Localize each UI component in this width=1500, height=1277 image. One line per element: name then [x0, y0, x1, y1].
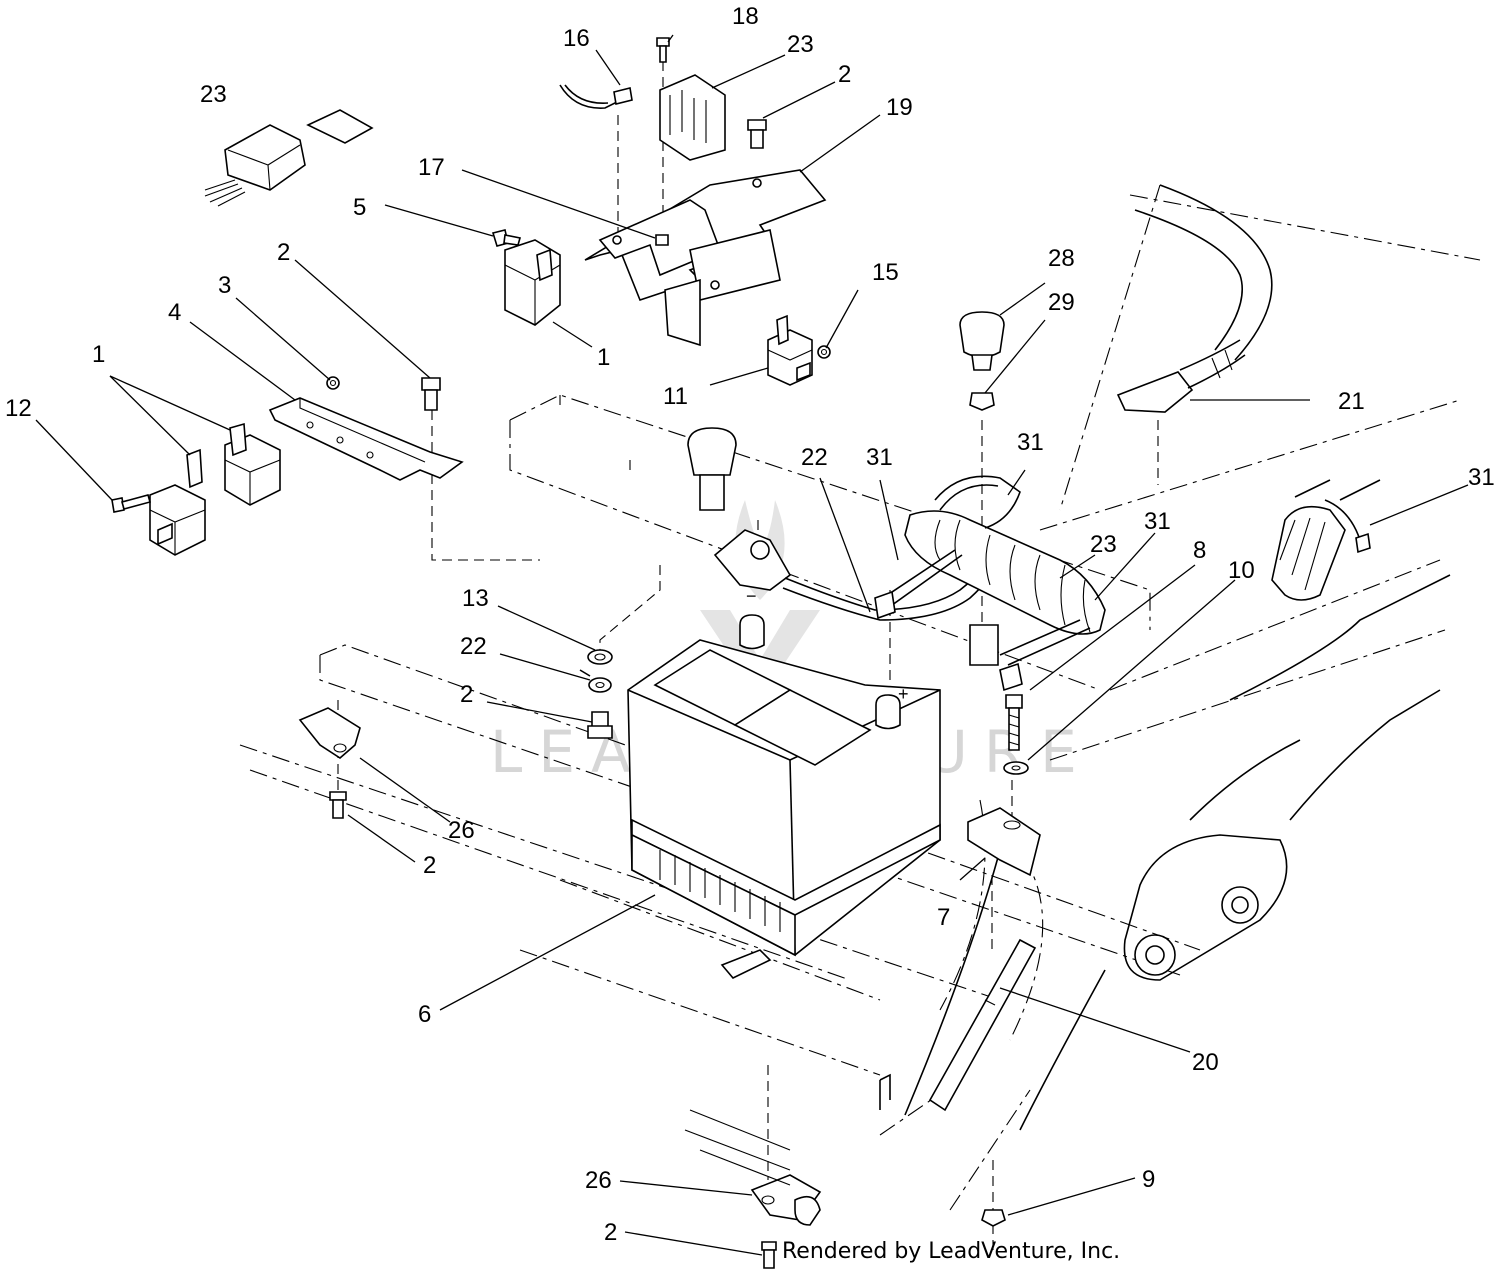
callout-22-ring: 22 — [460, 633, 487, 660]
render-credit: Rendered by LeadVenture, Inc. — [782, 1239, 1120, 1264]
relay-1-left-a — [224, 422, 281, 506]
callout-3: 3 — [218, 272, 231, 299]
clamp-31-a — [874, 475, 1021, 620]
callout-22-cable: 22 — [801, 444, 828, 471]
callout-29: 29 — [1048, 289, 1075, 316]
callout-2-battery: 2 — [460, 681, 473, 708]
callout-31-d: 31 — [1144, 508, 1171, 535]
callout-1-top: 1 — [597, 344, 610, 371]
positive-cable-31 — [1271, 479, 1381, 601]
callout-19: 19 — [886, 94, 913, 121]
callout-2-left: 2 — [423, 852, 436, 879]
callout-15: 15 — [872, 259, 899, 286]
svg-text:−: − — [746, 586, 757, 606]
callout-28: 28 — [1048, 245, 1075, 272]
callout-9: 9 — [1142, 1166, 1155, 1193]
bolt-8 — [1005, 694, 1023, 751]
terminal-boot-28 — [959, 311, 1005, 371]
bolt-2-left — [329, 791, 347, 819]
bolt-5 — [491, 229, 522, 247]
callout-21: 21 — [1338, 388, 1365, 415]
relay-bracket-19 — [584, 169, 827, 347]
ring-terminal-22 — [579, 669, 612, 693]
callout-23-left: 23 — [200, 81, 227, 108]
bracket-26-left — [298, 707, 361, 759]
wire-clip-16 — [559, 84, 633, 109]
callout-12: 12 — [5, 395, 32, 422]
relay-plate-4 — [268, 397, 464, 481]
callout-2-bottom: 2 — [604, 1219, 617, 1246]
relay-11 — [767, 314, 813, 386]
callout-13: 13 — [462, 585, 489, 612]
strap-20 — [928, 938, 1037, 1112]
nut-29 — [969, 392, 995, 411]
callout-17: 17 — [418, 154, 445, 181]
bracket-26-bottom — [684, 1109, 822, 1226]
callout-18: 18 — [732, 3, 759, 30]
callout-6: 6 — [418, 1001, 431, 1028]
lock-washer-13 — [587, 649, 613, 665]
callout-1-left: 1 — [92, 341, 105, 368]
callout-31-c: 31 — [1468, 464, 1495, 491]
nut-9 — [981, 1209, 1006, 1227]
callouts: 18 23 16 2 23 19 17 5 2 3 4 1 1 12 15 28… — [5, 3, 1495, 1246]
washer-10 — [1003, 761, 1029, 775]
relay-1-top — [504, 239, 561, 326]
callout-23-top: 23 — [787, 31, 814, 58]
callout-10: 10 — [1228, 557, 1255, 584]
callout-2-top: 2 — [838, 61, 851, 88]
callout-16: 16 — [563, 25, 590, 52]
callout-23-harness: 23 — [1090, 531, 1117, 558]
bolt-2-battery — [587, 711, 613, 739]
bolt-12 — [111, 494, 151, 513]
svg-text:+: + — [898, 684, 909, 704]
leader-lines — [35, 34, 1469, 1256]
clamp-31-b — [999, 619, 1091, 692]
nut-17 — [655, 234, 669, 246]
callout-4: 4 — [168, 299, 181, 326]
wire-harness-23 — [904, 510, 1106, 666]
callout-31-a: 31 — [1017, 429, 1044, 456]
harness-connector-23b — [659, 74, 726, 161]
callout-8: 8 — [1193, 537, 1206, 564]
cable-boot-21 — [1116, 339, 1246, 413]
callout-31-b: 31 — [866, 444, 893, 471]
relay-1-left-b — [149, 448, 206, 556]
callout-26-bottom: 26 — [585, 1167, 612, 1194]
terminal-boot-pos — [687, 427, 737, 511]
bolt-2-plate — [421, 377, 441, 411]
bolt-2-bottom — [761, 1241, 777, 1269]
callout-5: 5 — [353, 194, 366, 221]
battery-6: − + — [627, 586, 941, 979]
callout-11: 11 — [663, 383, 688, 410]
callout-20: 20 — [1192, 1049, 1219, 1076]
bolt-18 — [656, 37, 670, 63]
hold-down-7 — [967, 807, 1041, 877]
nut-15 — [817, 345, 831, 359]
callout-26-left: 26 — [448, 817, 475, 844]
callout-2-plate: 2 — [277, 239, 290, 266]
callout-7: 7 — [937, 904, 950, 931]
bolt-2-top — [747, 119, 767, 149]
harness-connector-23 — [204, 109, 374, 207]
